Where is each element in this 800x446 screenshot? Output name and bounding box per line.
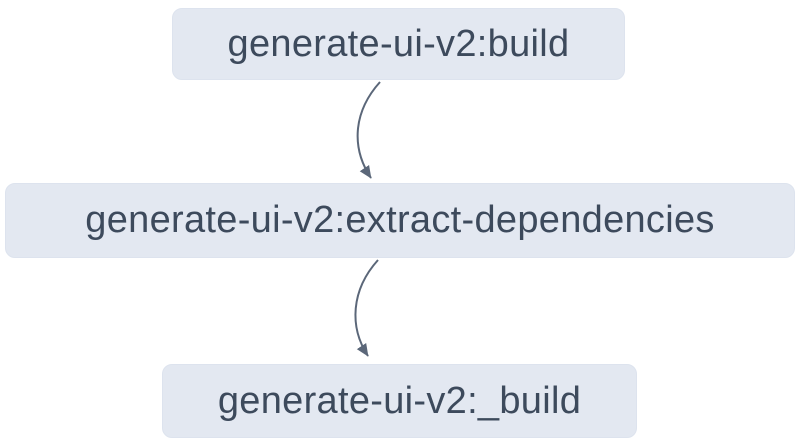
task-node-extract-dependencies[interactable]: generate-ui-v2:extract-dependencies [5,183,795,258]
task-node-build-label: generate-ui-v2:build [227,22,570,65]
task-node-extract-dependencies-label: generate-ui-v2:extract-dependencies [85,199,715,241]
edge-extract-dependencies-to-_build [354,259,379,357]
edge-build-to-extract-dependencies [356,81,381,179]
task-node-_build[interactable]: generate-ui-v2:_build [162,364,637,438]
task-node-_build-label: generate-ui-v2:_build [217,379,582,422]
task-node-build[interactable]: generate-ui-v2:build [172,8,625,80]
